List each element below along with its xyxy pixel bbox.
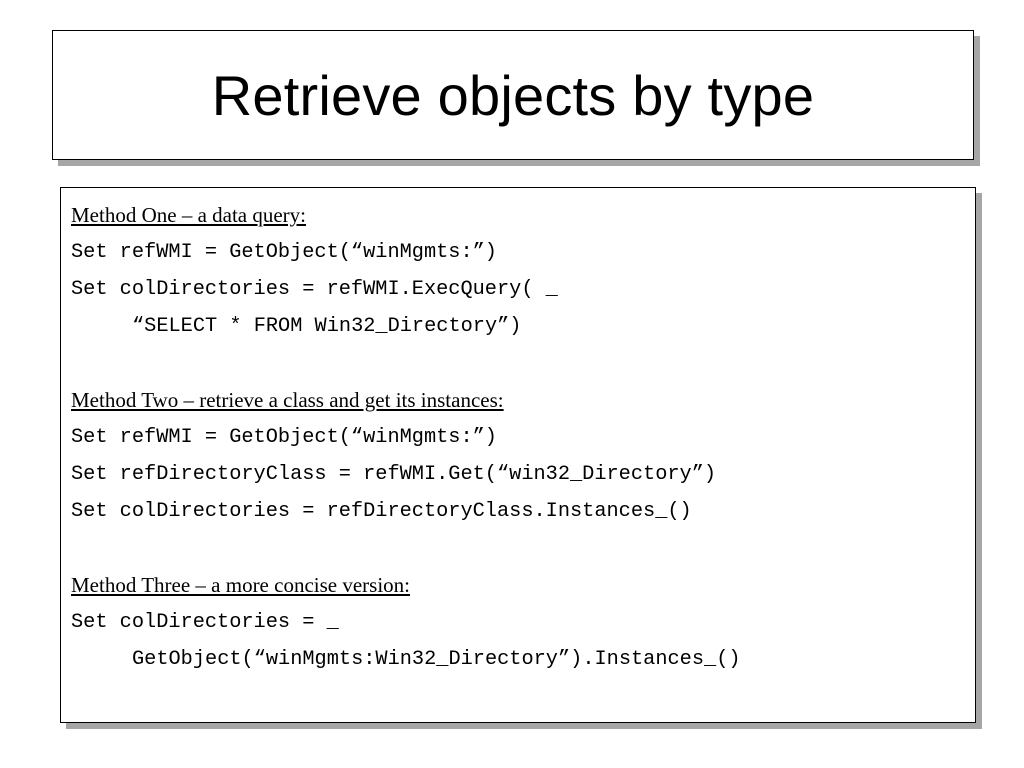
method-two-heading: Method Two – retrieve a class and get it… [71, 388, 504, 412]
method-one-heading: Method One – a data query: [71, 203, 307, 227]
code-line: Set colDirectories = refWMI.ExecQuery( _ [71, 278, 558, 301]
code-line: Set colDirectories = refDirectoryClass.I… [71, 500, 692, 523]
slide-title: Retrieve objects by type [211, 63, 815, 127]
spacer [71, 345, 975, 382]
code-line: Set refWMI = GetObject(“winMgmts:”) [71, 426, 497, 449]
code-line: Set refDirectoryClass = refWMI.Get(“win3… [71, 463, 717, 486]
method-three-heading: Method Three – a more concise version: [71, 573, 411, 597]
spacer [71, 530, 975, 567]
code-line: Set refWMI = GetObject(“winMgmts:”) [71, 241, 497, 264]
code-line: “SELECT * FROM Win32_Directory”) [132, 315, 522, 338]
content-box: Method One – a data query: Set refWMI = … [60, 187, 976, 723]
title-box: Retrieve objects by type [52, 30, 974, 160]
code-line: GetObject(“winMgmts:Win32_Directory”).In… [132, 648, 741, 671]
code-line: Set colDirectories = _ [71, 611, 339, 634]
